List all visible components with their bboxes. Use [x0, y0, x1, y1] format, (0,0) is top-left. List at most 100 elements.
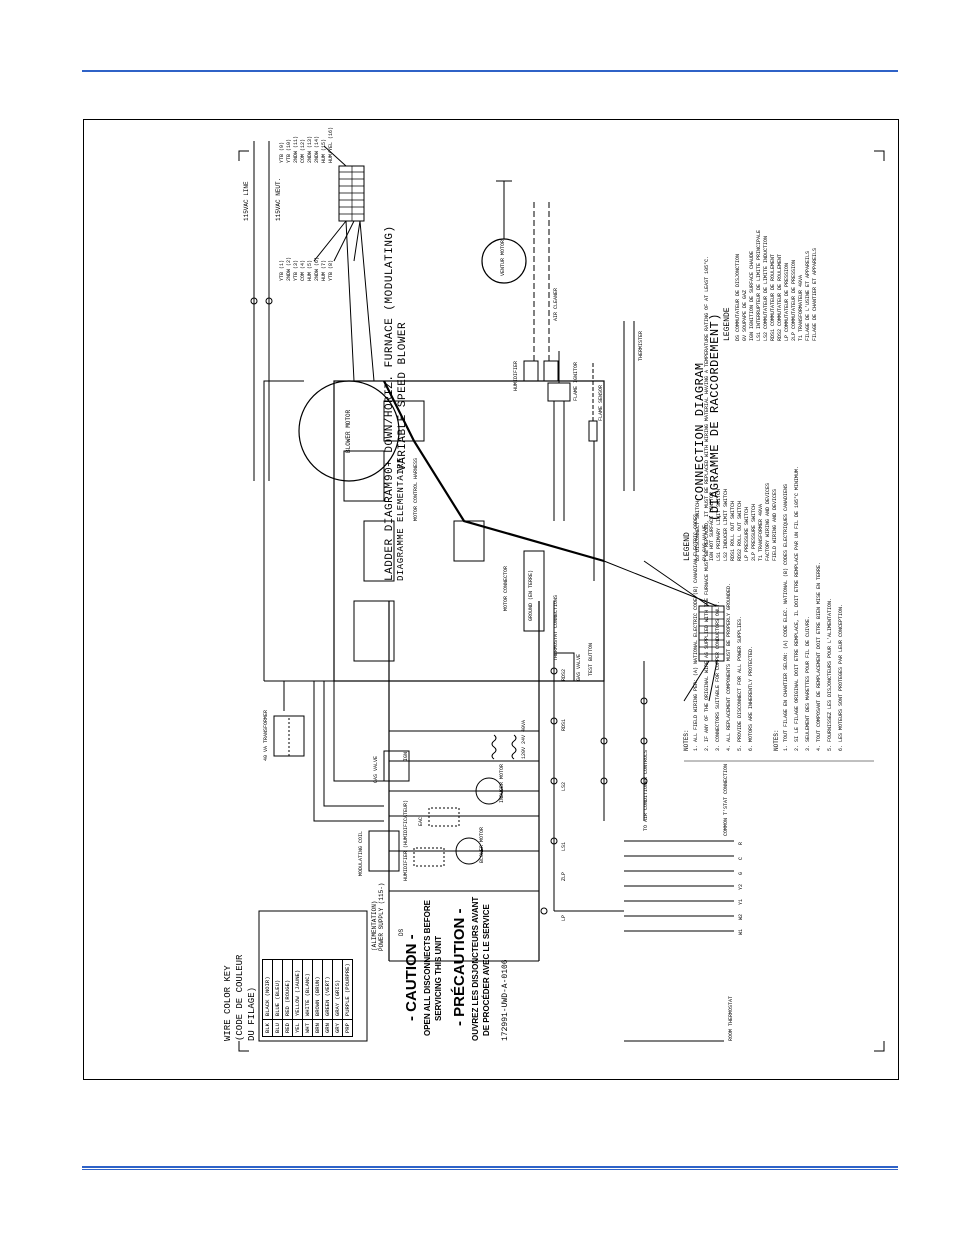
legend-item: LP PRESSURE SWITCH: [744, 506, 750, 561]
thermostat-terminal: W2: [738, 913, 744, 920]
blower-pin-label: YTB (1): [279, 259, 285, 281]
note-item-fr: 1. TOUT FILAGE EN CHANTIER SELON: (A) CO…: [783, 483, 789, 751]
wire-key-title-fr: (CODE DE COULEUR: [235, 954, 245, 1041]
wire-key-name: BLACK (NOIR): [262, 959, 273, 1020]
rotated-diagram: WIRE COLOR KEY (CODE DE COULEUR DU FILAG…: [84, 120, 898, 1079]
wire-key-name: BROWN (BRUN): [312, 959, 323, 1020]
blower-pin-label: YTB (9): [279, 141, 285, 163]
ladder-to-ac: TO AIR CONDITIONER CONTROLS: [643, 749, 649, 831]
thermostat-terminal: C: [738, 856, 744, 860]
legend-item-fr: GV SOUPAPE DE GAZ: [742, 289, 748, 341]
note-item: 5. PROVIDE DISCONNECT FOR ALL POWER SUPP…: [737, 615, 743, 751]
caution-line-1: OPEN ALL DISCONNECTS BEFORE: [423, 899, 432, 1036]
legend-heading: LEGEND: [683, 532, 692, 561]
ladder-eac: EAC: [418, 816, 424, 826]
blower-title: VARIABLE SPEED BLOWER: [397, 321, 409, 471]
ladder-humidifier: HUMIDIFIER (HUMIDIFICATEUR): [403, 799, 409, 881]
precaution-title: - PRÉCAUTION -: [451, 908, 468, 1027]
wire-key-code: YEL: [292, 1019, 303, 1037]
note-item: 4. ALL REPLACEMENT COMPONENTS MUST BE PR…: [726, 582, 732, 751]
legend-item: FACTORY WIRING AND DEVICES: [765, 482, 771, 561]
conn-neutral-115: 115VAC NEUT.: [275, 177, 282, 221]
legend-item-fr: LP COMMUTATEUR DE PRESSION: [784, 262, 790, 341]
note-item-fr: 5. FOURNISSEZ LES DISJONCTEURS POUR L'AL…: [827, 597, 833, 751]
note-item-fr: 2. SI LE FILAGE ORIGINAL DOIT ETRE REMPL…: [794, 465, 800, 751]
conn-modulating-coil: MODULATING COIL: [358, 830, 364, 876]
wire-key-name: GRAY (GRIS): [332, 959, 343, 1020]
conn-thermostat-connections: THERMOSTAT CONNECTIONS: [553, 594, 559, 661]
legend-item: T1 TRANSFORMER 40VA: [758, 503, 764, 561]
footer-rule: [82, 1166, 898, 1170]
legend-item-fr: LS1 INTERRUPTEUR DE LIMITE PRINCIPALE: [756, 229, 762, 341]
legend-item: GV GAS VALVE: [702, 524, 708, 561]
legend-item-fr: FILAGE DE L'USINE ET APPAREILS: [805, 250, 811, 341]
blower-pin-label: 2NDW (2): [286, 256, 292, 281]
thermostat-terminal: Y2: [738, 883, 744, 890]
ladder-room-thermostat: ROOM THERMOSTAT: [728, 995, 734, 1041]
ladder-power-supply: POWER SUPPLY (115-): [378, 882, 385, 951]
wire-key-code: GRN: [322, 1019, 333, 1037]
conn-gas-valve: GAS VALVE: [373, 755, 379, 783]
ladder-rds2: RDS2: [561, 668, 567, 681]
ladder-ls2: LS2: [561, 781, 567, 791]
blower-pin-label: YTB (3): [293, 259, 299, 281]
conn-test-button: TEST BUTTON: [588, 642, 594, 676]
wire-key-name: BLUE (BLEU): [272, 959, 283, 1020]
notes-heading: NOTES:: [683, 729, 690, 751]
wire-key-code: RED: [282, 1019, 293, 1037]
wire-key-name: PURPLE (POURPRE): [342, 959, 353, 1020]
ladder-alimentation: (ALIMENTATION): [371, 900, 378, 951]
blower-pin-label: HUM (15): [321, 138, 327, 163]
ladder-gas-valve: GAS VALVE: [576, 653, 582, 681]
blower-pin-label: 2NDW (6): [314, 256, 320, 281]
note-item: 3. CONNECTORS SUITABLE FOR COPPER CONDUC…: [715, 600, 721, 751]
legend-item-fr: T1 TRANSFORMATEUR 40VA: [798, 274, 804, 341]
ladder-title-fr: DIAGRAMME ELEMENTAIRE: [396, 457, 406, 581]
conn-thermistor: THERMISTER: [638, 330, 644, 361]
legend-item-fr: DS COMMUTATEUR DE DISJONCTION: [735, 253, 741, 341]
wire-key-name: GREEN (VERT): [322, 959, 333, 1020]
conn-humidifier: HUMIDIFIER: [513, 360, 519, 391]
conn-transformer: 40 VA TRANSFORMER: [263, 709, 269, 761]
wire-key-name: RED (ROUGE): [282, 959, 293, 1020]
legend-item: LS2 INDUCER LIMIT SWITCH: [723, 488, 729, 561]
blower-pin-label: COM (4): [300, 259, 306, 281]
legend-heading-fr: LEGENDE: [723, 307, 732, 341]
wire-key-title-fr-2: DU FILAGE): [247, 986, 257, 1041]
ladder-ds: DS: [398, 928, 405, 936]
thermostat-terminal: Y1: [738, 898, 744, 905]
legend-item: FIELD WIRING AND DEVICES: [772, 488, 778, 561]
conn-motor-harness: MOTOR CONTROL HARNESS: [413, 457, 419, 521]
note-item: 6. MOTORS ARE INHERENTLY PROTECTED.: [748, 645, 754, 751]
legend-item-fr: IGN IGNITION DE SURFACE CHAUDE: [749, 250, 755, 341]
ladder-blower-motor: BLOWER MOTOR: [479, 826, 485, 863]
blower-pin-label: YTB (8): [328, 259, 334, 281]
ladder-inducer-motor: INDUCER MOTOR: [499, 763, 505, 803]
blower-pin-label: HUM (5): [307, 259, 313, 281]
precaution-line-2: DE PROCÉDER AVEC LE SERVICE: [482, 904, 491, 1036]
wire-key-name: YELLOW (JAUNE): [292, 959, 303, 1020]
wire-key-code: BLU: [272, 1019, 283, 1037]
conn-blower-motor: BLOWER MOTOR: [345, 409, 352, 453]
precaution-line-1: OUVREZ LES DISJONCTEURS AVANT: [471, 896, 480, 1041]
conn-motor-connector: MOTOR CONNECTOR: [503, 565, 509, 611]
wire-key-code: WHT: [302, 1019, 313, 1037]
blower-pin-label: HUM (7): [321, 259, 327, 281]
thermostat-terminal: G: [738, 871, 744, 875]
part-number: 172991-UWD-A-0106: [501, 959, 510, 1041]
thermostat-terminal: R: [738, 841, 744, 845]
conn-flame-sensor: FLAME SENSOR: [598, 384, 604, 421]
wire-key-code: PRP: [342, 1019, 353, 1037]
ladder-ground: GROUND (EN TERRE): [528, 569, 534, 621]
legend-item-fr: FILAGE DE CHANTIER ET APPAREILS: [812, 247, 818, 341]
legend-item-fr: LS2 COMMUTATEUR DE LIMITE INDUCTION: [763, 235, 769, 341]
note-item-fr: 6. LES MOTEURS SONT PROTEGES PAR LEUR CO…: [838, 603, 844, 751]
notes-heading-fr: NOTES:: [773, 729, 780, 751]
